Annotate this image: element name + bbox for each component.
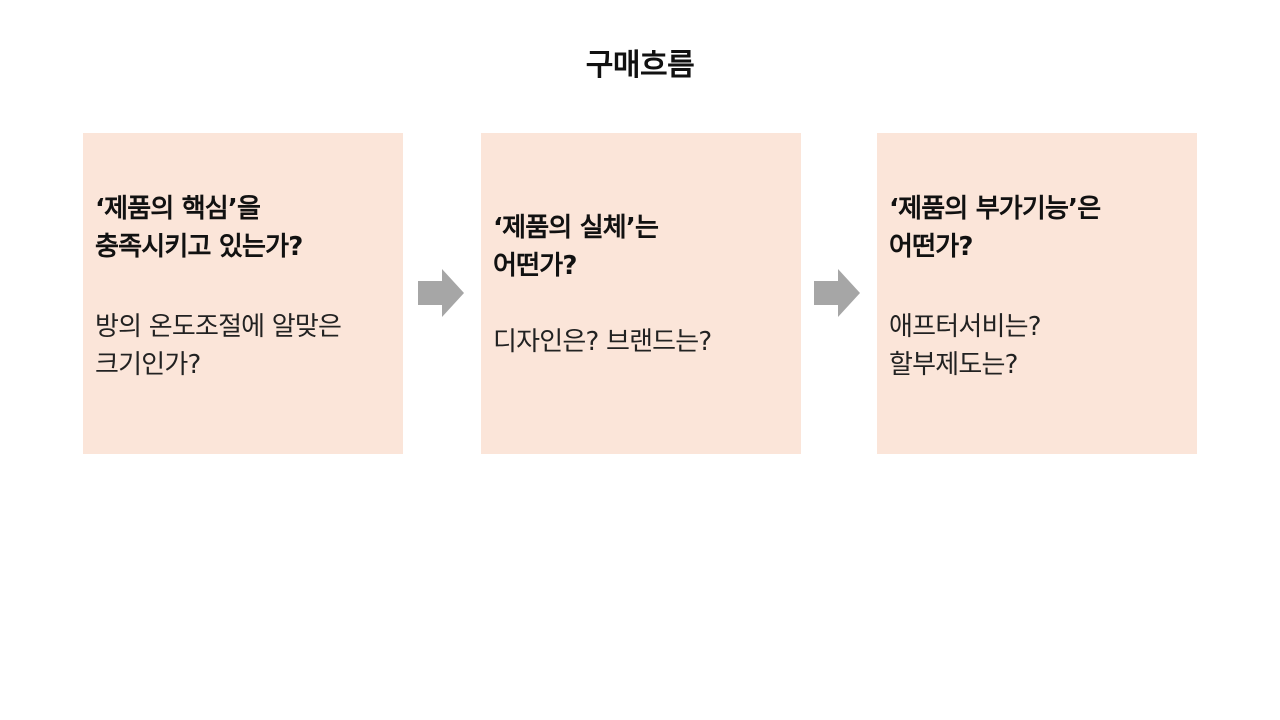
step-3-body: 애프터서비는? 할부제도는? bbox=[889, 312, 1042, 380]
step-box-3: ‘제품의 부가기능’은 어떤가? 애프터서비는? 할부제도는? bbox=[877, 133, 1197, 454]
diagram-title: 구매흐름 bbox=[585, 48, 695, 83]
step-box-1: ‘제품의 핵심’을 충족시키고 있는가? 방의 온도조절에 알맞은 크기인가? bbox=[83, 133, 403, 454]
arrow-right-icon bbox=[814, 269, 860, 317]
step-2-body: 디자인은? 브랜드는? bbox=[493, 327, 712, 357]
step-2-heading: ‘제품의 실체’는 어떤가? bbox=[493, 213, 659, 281]
arrow-right-icon bbox=[418, 269, 464, 317]
step-box-2: ‘제품의 실체’는 어떤가? 디자인은? 브랜드는? bbox=[481, 133, 801, 454]
step-1-body: 방의 온도조절에 알맞은 크기인가? bbox=[95, 312, 342, 380]
step-1-heading: ‘제품의 핵심’을 충족시키고 있는가? bbox=[95, 194, 303, 262]
step-3-heading: ‘제품의 부가기능’은 어떤가? bbox=[889, 194, 1101, 262]
